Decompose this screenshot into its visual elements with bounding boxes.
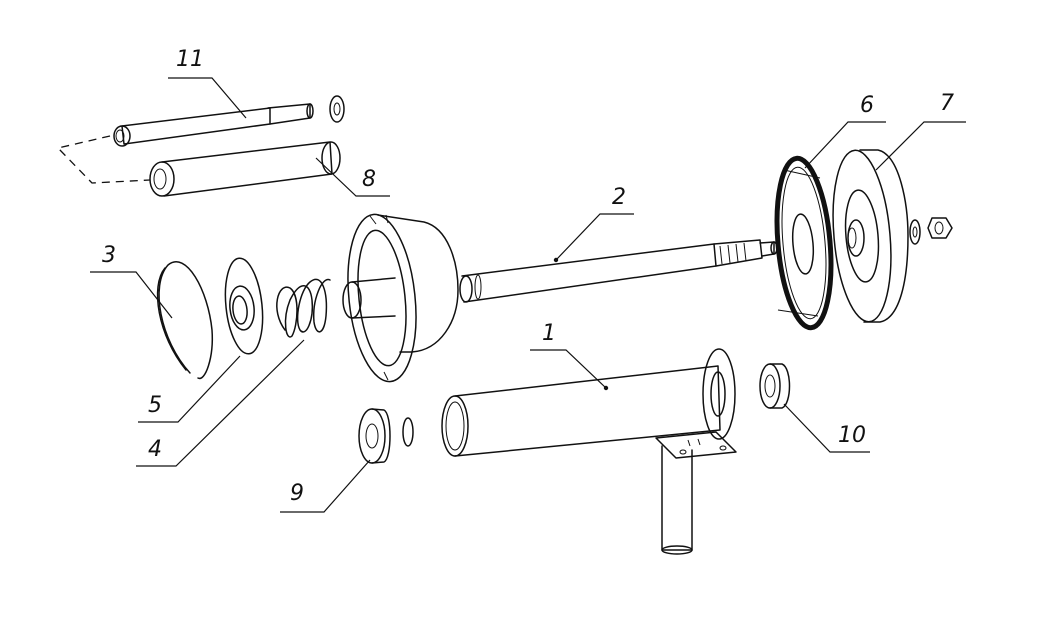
part-1-housing-tube (441, 348, 736, 457)
callout-6: 6 (860, 93, 874, 118)
part-11-pin (113, 103, 314, 147)
part-7-pulley-wheel (832, 149, 909, 323)
callout-2: 2 (612, 185, 626, 210)
part-2-flange-hub (342, 213, 459, 383)
part-11-nut (329, 95, 345, 123)
callout-3: 3 (102, 243, 116, 268)
leader-10 (783, 403, 870, 453)
part-7-washer (909, 219, 921, 245)
dashed-assembly-indicator (56, 135, 151, 184)
part-4-spring (276, 278, 331, 338)
part-2-shaft (459, 239, 778, 303)
leader-11 (168, 77, 247, 119)
leader-4 (136, 339, 305, 467)
leader-8 (315, 157, 390, 197)
callout-1: 1 (542, 321, 556, 346)
callout-labels: 11 8 3 5 4 2 6 7 1 9 10 (102, 47, 954, 506)
leader-6 (804, 121, 886, 169)
leader-1 (530, 349, 607, 389)
callout-9: 9 (290, 481, 304, 506)
callout-5: 5 (148, 393, 162, 418)
part-9-bushing (358, 408, 391, 464)
part-10-bushing (759, 363, 791, 409)
part-6-gear-disc (774, 155, 834, 331)
part-1-mount-bracket (655, 431, 737, 555)
callout-10: 10 (838, 423, 866, 448)
part-7-nut (927, 217, 953, 239)
leader-3 (90, 271, 173, 319)
callout-11: 11 (176, 47, 204, 72)
part-3-snap-ring (156, 261, 214, 379)
part-9-small-ring (402, 417, 414, 447)
part-8-sleeve (149, 141, 341, 197)
callout-8: 8 (362, 167, 376, 192)
leader-7 (875, 121, 966, 171)
leader-5 (138, 355, 241, 423)
leader-2 (555, 213, 634, 261)
part-5-bearing-plate (224, 257, 264, 355)
leader-lines (90, 77, 966, 513)
callout-4: 4 (148, 437, 162, 462)
leader-9 (280, 459, 371, 513)
callout-7: 7 (940, 91, 954, 116)
